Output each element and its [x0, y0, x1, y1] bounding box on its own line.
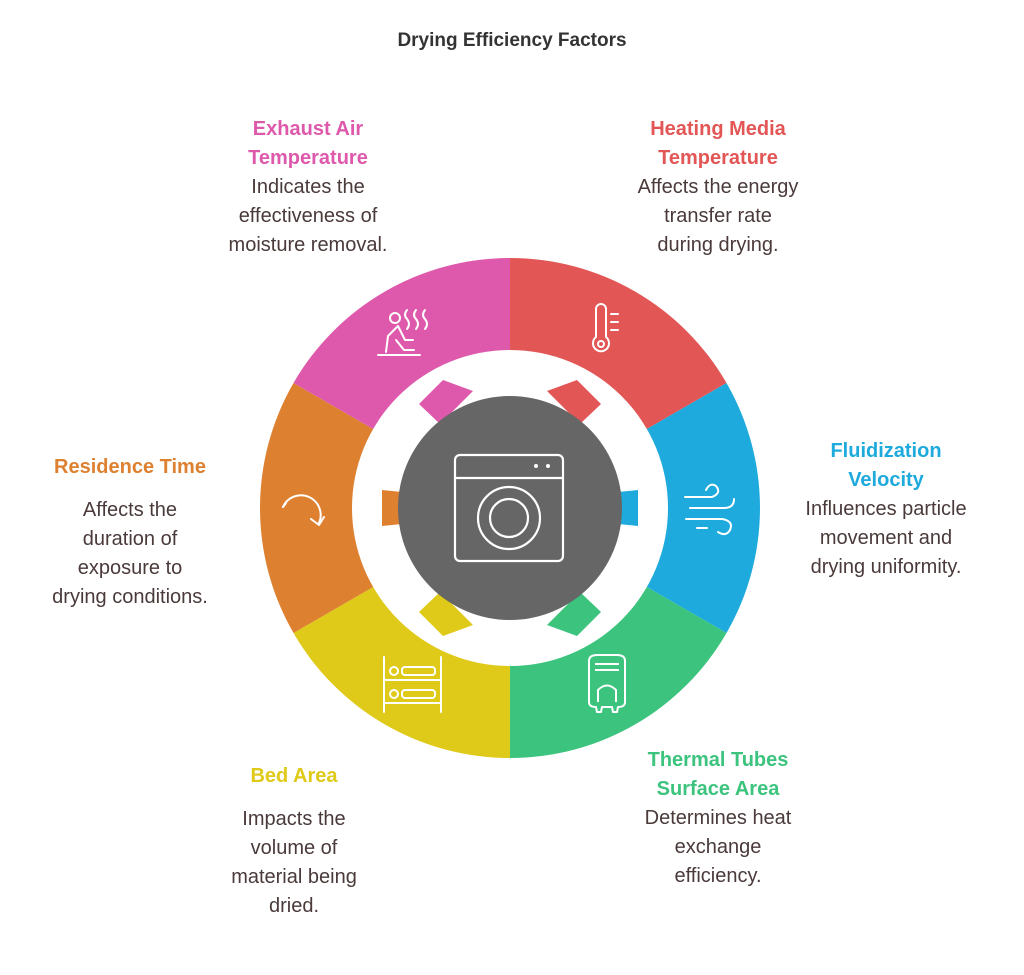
factor-description-line: duration of: [82, 528, 178, 550]
bunk-bed-icon: [383, 656, 442, 713]
factor-title-line: Temperature: [248, 147, 368, 169]
factor-description-line: efficiency.: [674, 865, 762, 887]
factor-description-line: volume of: [250, 837, 338, 859]
factor-description-line: drying conditions.: [52, 586, 208, 608]
wind-icon: [684, 483, 735, 536]
radiator-icon: [588, 654, 626, 713]
factor-description-line: transfer rate: [664, 205, 772, 227]
factor-description-line: Affects the: [82, 499, 178, 521]
factor-description-line: Indicates the: [251, 176, 365, 198]
factor-description: Impacts the volume of material being dri…: [174, 805, 414, 921]
label-residence-time: Residence Time Affects the duration of e…: [10, 453, 250, 612]
factor-description-line: dried.: [268, 895, 320, 917]
factor-title-line: Temperature: [658, 147, 778, 169]
thermometer-icon: [592, 303, 619, 353]
factor-description-line: material being: [231, 866, 357, 888]
factor-description-line: moisture removal.: [228, 234, 388, 256]
factor-description: Indicates the effectiveness of moisture …: [158, 173, 458, 260]
factor-title: Thermal Tubes Surface Area: [568, 746, 868, 804]
factor-title-line: Surface Area: [656, 778, 780, 800]
factor-description-line: effectiveness of: [238, 205, 378, 227]
factor-description-line: Influences particle: [805, 498, 967, 520]
washing-machine-icon: [453, 453, 565, 563]
factor-description-line: Affects the energy: [637, 176, 799, 198]
factor-description: Influences particle movement and drying …: [764, 495, 1008, 582]
label-exhaust-air-temperature: Exhaust Air Temperature Indicates the ef…: [158, 115, 458, 260]
factor-title-line: Exhaust Air: [252, 118, 364, 140]
factor-title: Fluidization Velocity: [764, 437, 1008, 495]
factor-description: Determines heat exchange efficiency.: [568, 804, 868, 891]
factor-title: Residence Time: [10, 453, 250, 482]
diagram-title: Drying Efficiency Factors: [397, 30, 627, 51]
center-circle: [398, 396, 622, 620]
sauna-icon: [377, 309, 428, 356]
factor-description-line: Determines heat: [644, 807, 792, 829]
factor-description-line: exposure to: [77, 557, 183, 579]
factor-title-line: Bed Area: [250, 765, 338, 787]
factor-description: Affects the energy transfer rate during …: [568, 173, 868, 260]
factor-description-line: during drying.: [657, 234, 779, 256]
factor-title: Heating Media Temperature: [568, 115, 868, 173]
factor-description-line: Impacts the: [242, 808, 346, 830]
factor-title-line: Thermal Tubes: [647, 749, 789, 771]
factor-title: Bed Area: [174, 762, 414, 791]
factor-title-line: Residence Time: [54, 456, 206, 478]
factor-description-line: exchange: [674, 836, 762, 858]
label-heating-media-temperature: Heating Media Temperature Affects the en…: [568, 115, 868, 260]
label-bed-area: Bed Area Impacts the volume of material …: [174, 762, 414, 921]
factor-description: Affects the duration of exposure to dryi…: [10, 496, 250, 612]
factor-description-line: movement and: [819, 527, 953, 549]
factor-title-line: Velocity: [848, 469, 924, 491]
factor-title-line: Fluidization: [830, 440, 942, 462]
factor-description-line: drying uniformity.: [810, 556, 962, 578]
factor-title-line: Heating Media: [650, 118, 786, 140]
factor-title: Exhaust Air Temperature: [158, 115, 458, 173]
rotate-arrow-icon: [282, 494, 325, 526]
label-fluidization-velocity: Fluidization Velocity Influences particl…: [764, 437, 1008, 582]
label-thermal-tubes-surface-area: Thermal Tubes Surface Area Determines he…: [568, 746, 868, 891]
